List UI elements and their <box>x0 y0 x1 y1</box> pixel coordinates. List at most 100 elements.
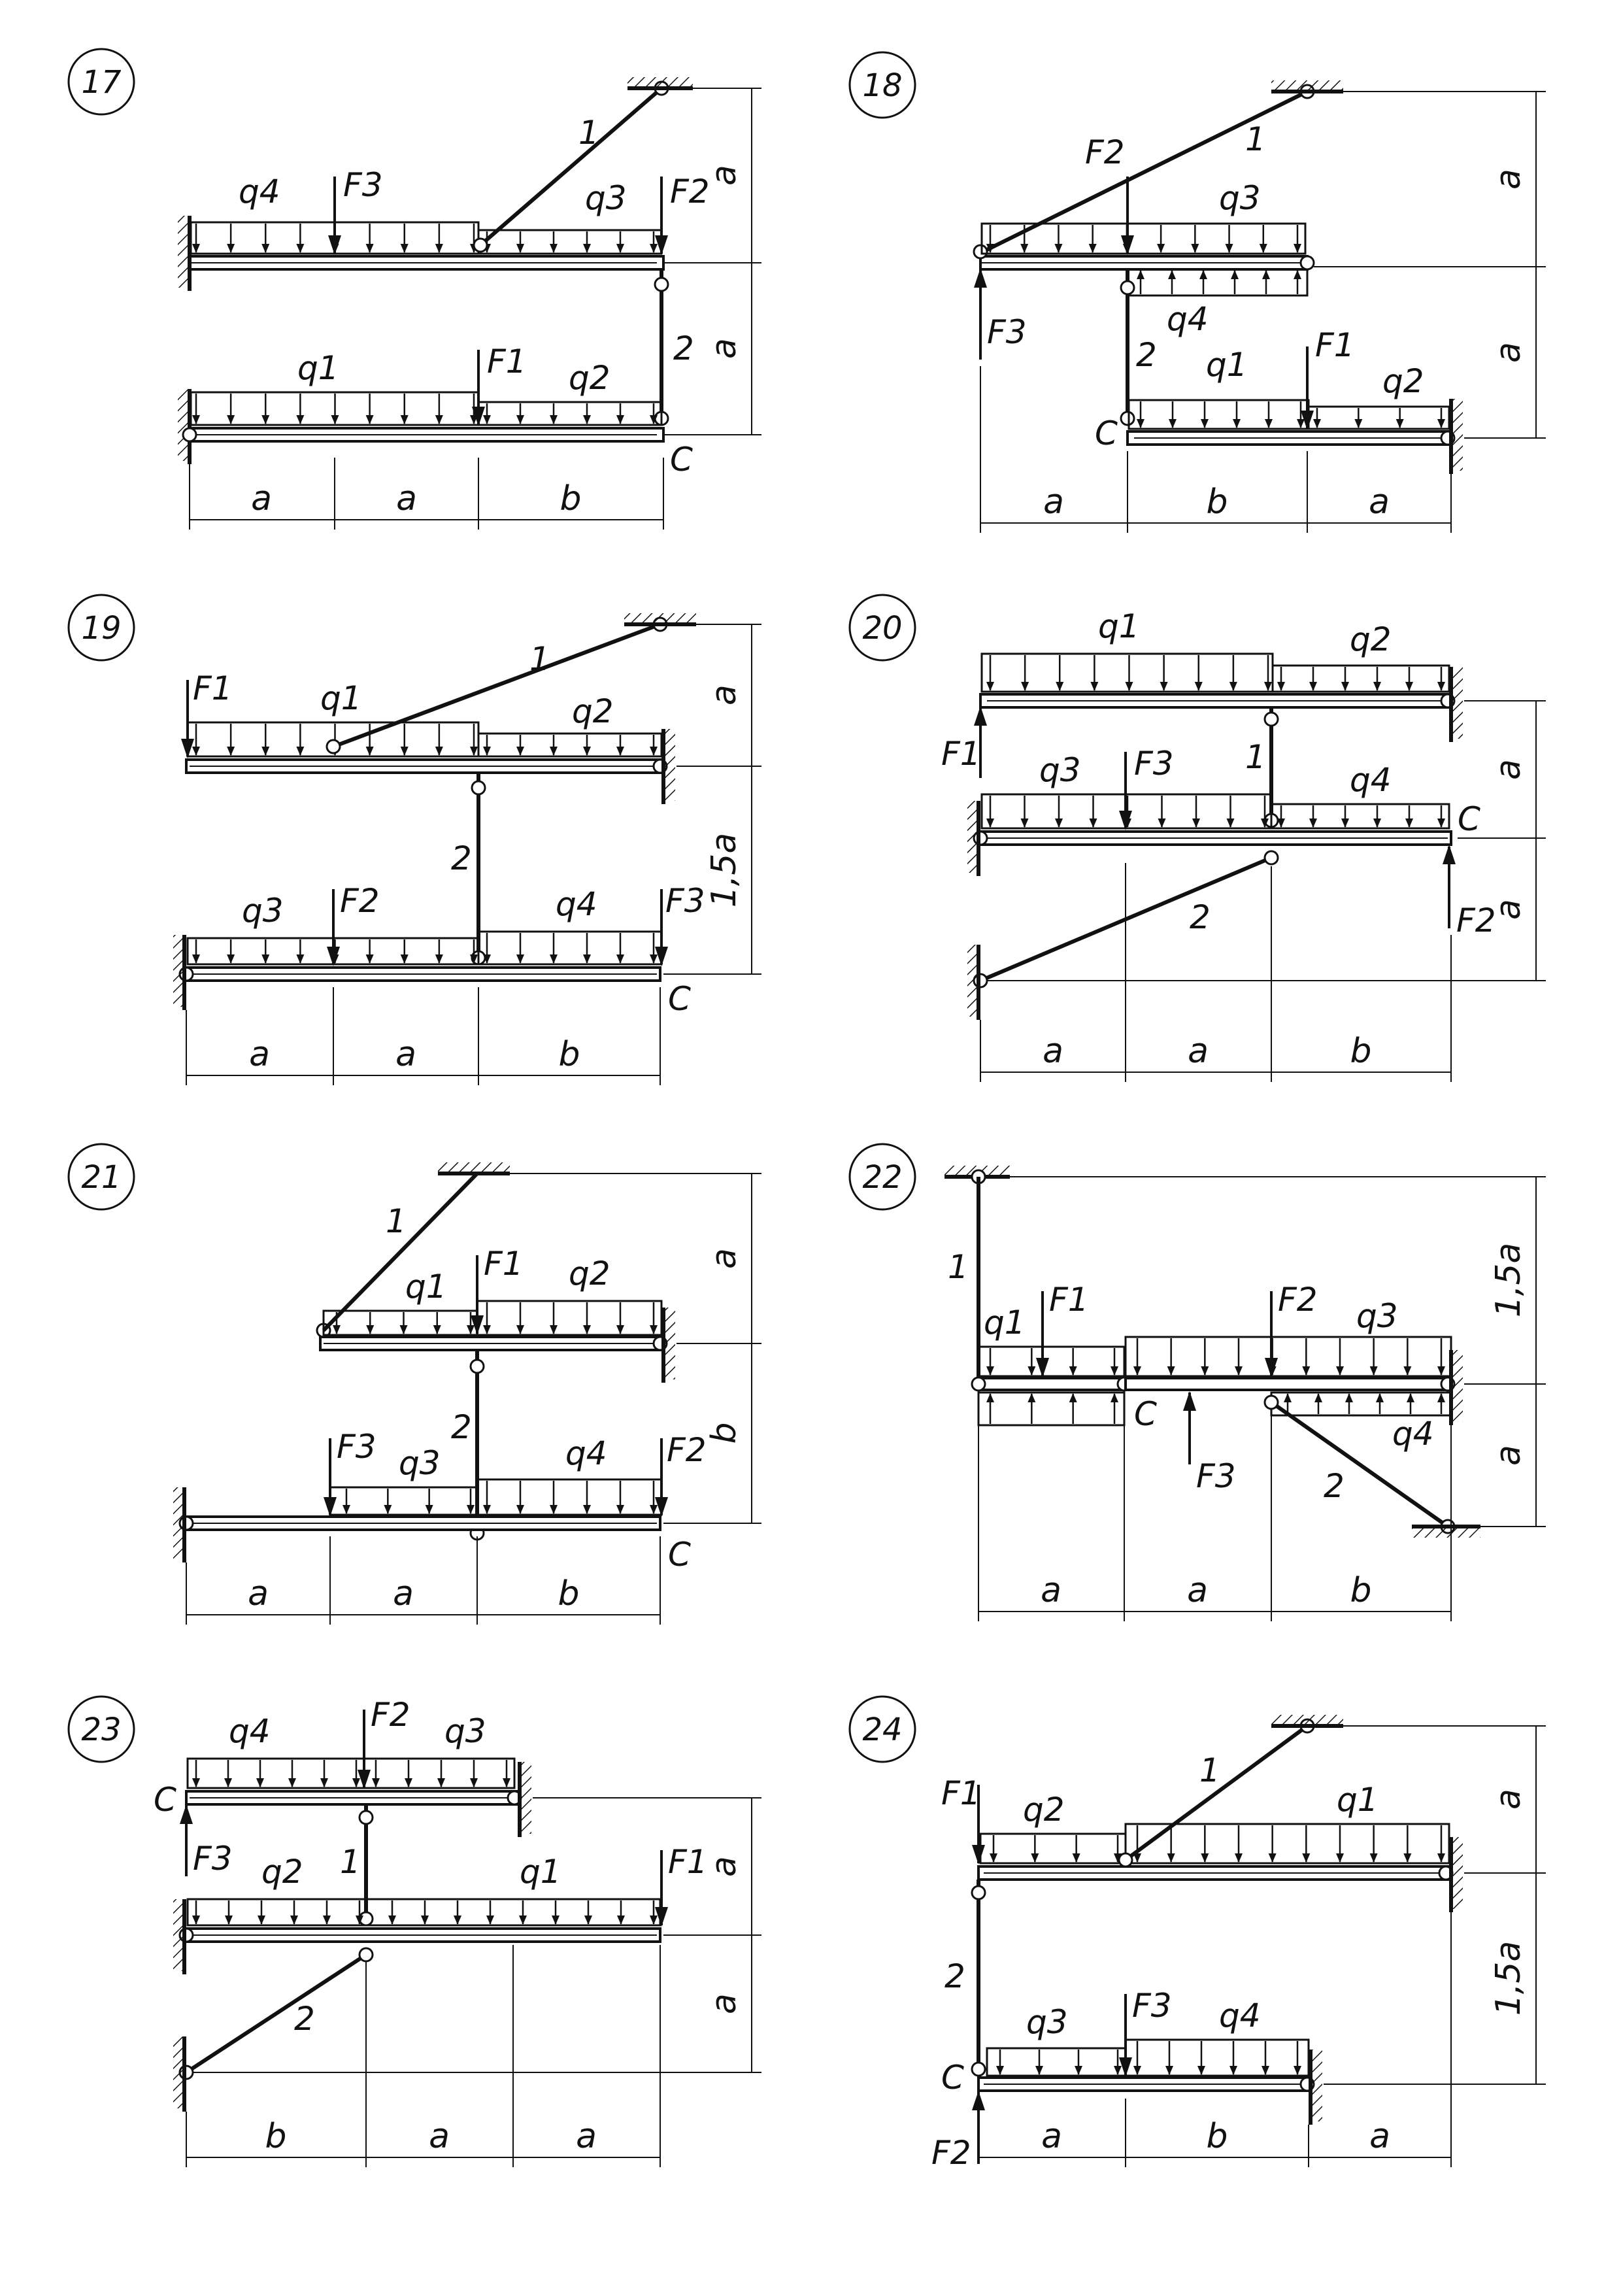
load-arrow-head <box>1341 682 1349 691</box>
load-arrow-head <box>516 954 524 964</box>
load-arrow-head <box>1265 419 1273 428</box>
dim-h: a <box>396 479 417 518</box>
rod-1 <box>322 1172 479 1332</box>
diagram-number: 20 <box>862 610 902 647</box>
ceiling-hatch <box>438 1162 510 1172</box>
load-arrow-head <box>1199 270 1207 279</box>
load-arrow-head <box>290 1916 298 1925</box>
load-arrow-head <box>1160 682 1168 691</box>
load-arrow-head <box>550 415 558 424</box>
load-arrow-head <box>1405 682 1413 691</box>
load-arrow-head <box>1437 1393 1445 1402</box>
load-arrow-head <box>296 415 305 424</box>
diagram-number: 24 <box>862 1712 902 1748</box>
label-point-C: C <box>1134 1395 1157 1433</box>
label-rod-1: 1 <box>1245 738 1266 776</box>
arrow-head <box>324 1497 337 1517</box>
hinge <box>358 1947 374 1963</box>
beam-left-segment <box>977 1377 1124 1391</box>
label-rod-2: 2 <box>944 1957 965 1995</box>
label-q3: q3 <box>444 1712 486 1750</box>
load-arrow-head <box>435 244 443 253</box>
load-arrow-head <box>990 1853 997 1863</box>
ceiling-hatch <box>1271 80 1343 90</box>
load-arrows <box>333 1312 475 1334</box>
dim-v: a <box>705 684 744 705</box>
load-arrow-head <box>1437 682 1445 691</box>
load-arrow-head <box>483 954 491 964</box>
load-arrow-head <box>1403 1853 1412 1863</box>
load-arrow-head <box>192 747 200 756</box>
hinge <box>358 1810 374 1825</box>
load-arrow-head <box>288 1778 296 1787</box>
load-arrow-head <box>192 1916 200 1925</box>
label-q1: q1 <box>320 679 362 717</box>
dim-h: b <box>1350 1032 1371 1071</box>
load-arrow-head <box>1035 2066 1043 2075</box>
distributed-load-q1 <box>1128 399 1310 430</box>
diagram-number: 22 <box>862 1159 902 1196</box>
rod-1 <box>986 90 1309 252</box>
load-arrow-head <box>1114 2066 1122 2075</box>
load-arrow-head <box>400 954 409 964</box>
arrow-head <box>655 1497 668 1517</box>
load-arrow-head <box>1437 1366 1445 1376</box>
load-arrow-head <box>1336 1853 1344 1863</box>
load-arrow-head <box>1284 1393 1292 1402</box>
load-arrows <box>996 2050 1122 2075</box>
load-arrow-head <box>1069 1393 1077 1402</box>
load-arrow-head <box>1168 270 1176 279</box>
load-arrow-head <box>1309 819 1317 828</box>
load-arrow-head <box>256 1778 264 1787</box>
label-point-C: C <box>1095 414 1118 452</box>
load-arrow-head <box>584 1916 592 1925</box>
wall-hatch <box>1451 1837 1463 1909</box>
load-arrow-head <box>1169 419 1177 428</box>
load-arrow-head <box>1336 1366 1344 1376</box>
load-arrow-head <box>1090 682 1099 691</box>
load-arrow-head <box>365 747 374 756</box>
load-arrow-head <box>470 954 478 964</box>
dim-v: a <box>705 165 744 186</box>
hinge <box>1263 850 1279 866</box>
load-arrow-head <box>1157 244 1165 253</box>
load-arrow-head <box>258 1916 265 1925</box>
arrow-head <box>972 1845 985 1865</box>
dim-v: a <box>1489 899 1528 920</box>
load-arrows <box>192 1900 658 1925</box>
dim-v: a <box>705 1993 744 2014</box>
arrow-head <box>471 1315 484 1335</box>
hinge <box>471 780 486 796</box>
load-arrows <box>1133 1338 1445 1376</box>
label-q4: q4 <box>1219 1997 1261 2034</box>
dim-h: b <box>560 479 581 518</box>
load-arrow-head <box>320 1778 328 1787</box>
hinge <box>326 739 341 754</box>
load-arrow-head <box>454 1916 461 1925</box>
load-arrow-head <box>1313 419 1321 428</box>
distributed-load-q4 <box>477 930 663 966</box>
label-rod-2: 2 <box>451 1408 472 1446</box>
distributed-load-q2 <box>979 1832 1127 1865</box>
dim-h: a <box>1043 1032 1063 1071</box>
distributed-load-q3 <box>986 2047 1127 2077</box>
load-arrow-head <box>616 1505 624 1514</box>
load-arrow-head <box>1201 1366 1209 1376</box>
label-F1: F1 <box>484 1245 524 1283</box>
load-arrow-head <box>1373 682 1381 691</box>
load-arrow-head <box>261 747 270 756</box>
wall-hatch <box>1311 2050 1322 2121</box>
load-arrow-head <box>1137 419 1145 428</box>
arrow-head <box>1036 1358 1049 1377</box>
load-arrows <box>343 1489 475 1514</box>
label-F3: F3 <box>337 1428 376 1466</box>
arrow-head <box>181 739 194 758</box>
distributed-load-q1 <box>1124 1823 1450 1865</box>
load-arrow-head <box>583 747 591 756</box>
diagram-21: 21 <box>67 1143 761 1625</box>
load-arrows <box>192 939 478 964</box>
label-q1: q1 <box>984 1304 1026 1342</box>
load-arrow-head <box>1395 419 1404 428</box>
label-F2: F2 <box>667 1431 707 1469</box>
load-arrow-head <box>986 1366 994 1376</box>
